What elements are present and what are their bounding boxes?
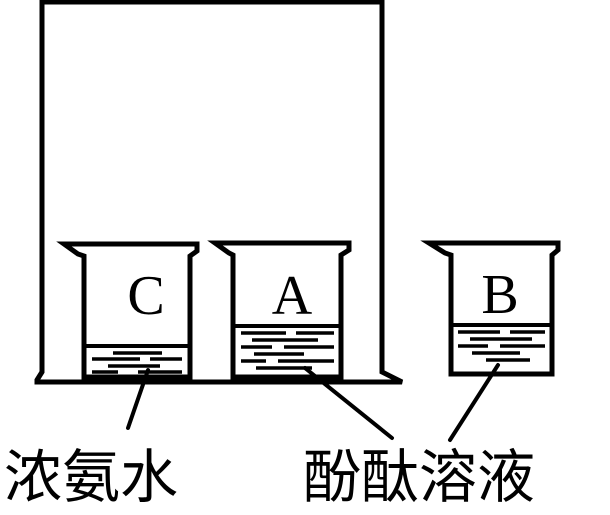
label-phenolphthalein-solution: 酚酞溶液 — [303, 443, 535, 511]
bell-jar — [34, 0, 404, 385]
label-concentrated-ammonia: 浓氨水 — [4, 443, 178, 511]
beaker-c-liquid — [92, 351, 182, 374]
beaker-b-outline — [420, 240, 561, 377]
beaker-a-liquid — [241, 331, 334, 370]
beaker-a-outline — [207, 240, 352, 380]
beaker-c: C — [56, 241, 200, 380]
beaker-c-letter: C — [127, 265, 164, 327]
beaker-a: A — [207, 240, 352, 380]
beaker-b-letter: B — [481, 264, 518, 326]
leader-line-phenolphthalein-a — [303, 366, 394, 440]
leader-line-ammonia — [126, 368, 150, 430]
beaker-a-letter: A — [272, 265, 313, 327]
beaker-c-outline — [56, 241, 200, 380]
beaker-b: B — [420, 240, 561, 377]
leader-line-phenolphthalein-b — [448, 363, 500, 442]
beaker-b-liquid — [458, 330, 545, 362]
